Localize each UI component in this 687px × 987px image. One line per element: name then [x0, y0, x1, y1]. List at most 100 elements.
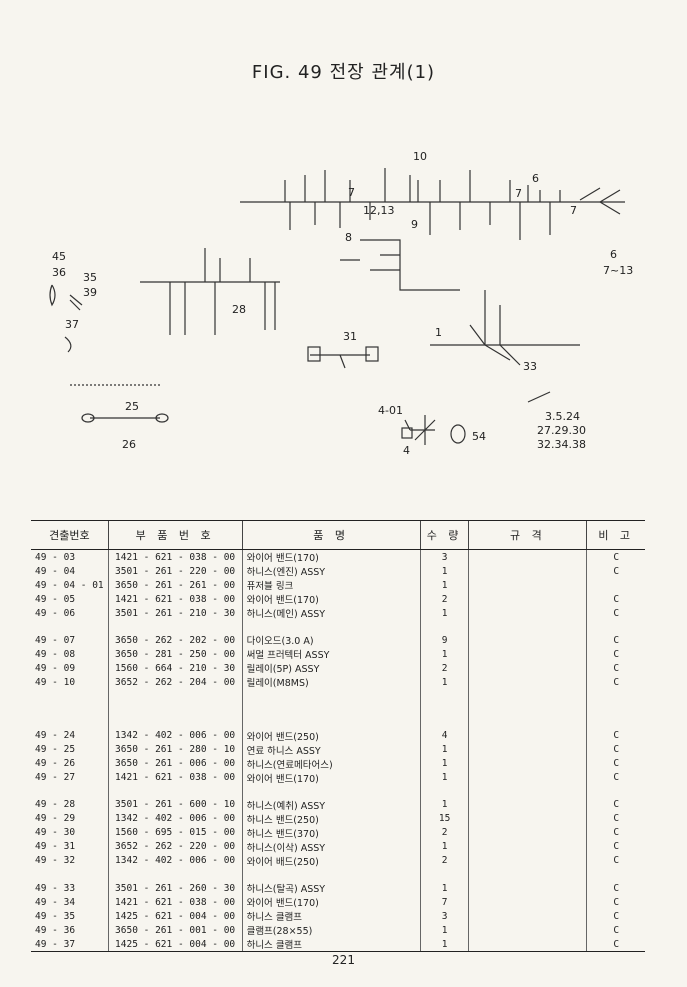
cell-part: 3650 - 261 - 001 - 00: [107, 923, 243, 938]
label-26: 26: [122, 438, 136, 451]
cell-name: 릴레이(M8MS): [241, 675, 421, 690]
cell-part: 3652 - 262 - 220 - 00: [107, 839, 243, 854]
header-qty: 수 량: [419, 520, 469, 550]
label-9: 9: [411, 218, 418, 231]
cell-part: [107, 784, 243, 798]
cell-note: C: [586, 564, 645, 578]
cell-spec: [468, 661, 587, 676]
cell-qty: 1: [419, 937, 469, 953]
cell-name: 와이어 밴드(170): [241, 549, 421, 564]
cell-part: 1421 - 621 - 038 - 00: [107, 549, 243, 564]
cell-no: 49 - 06: [35, 607, 76, 619]
label-39: 39: [83, 286, 97, 299]
cell-note: C: [586, 770, 645, 785]
cell-no: 49 - 32: [35, 855, 76, 867]
cell-spec: [468, 811, 587, 826]
label-28: 28: [232, 303, 246, 316]
cell-no: 49 - 36: [35, 924, 76, 936]
table-spacer-row: [31, 689, 645, 703]
cell-no: [31, 716, 108, 729]
label-12-13: 12,13: [363, 204, 395, 217]
cell-no: 49 - 04: [35, 565, 76, 577]
cell-qty: [419, 784, 469, 798]
table-spacer-row: [31, 867, 645, 882]
cell-part: 1560 - 695 - 015 - 00: [107, 825, 243, 840]
cell-spec: [468, 606, 587, 620]
cell-name: [241, 715, 421, 729]
label-27-29-30: 27.29.30: [537, 424, 586, 437]
cell-name: 하니스(연료메타어스): [241, 756, 421, 771]
cell-name: 하니스(엔진) ASSY: [241, 564, 421, 578]
label-1: 1: [435, 326, 442, 339]
cell-qty: 3: [419, 549, 469, 564]
cell-qty: [419, 702, 469, 716]
cell-note: C: [586, 853, 645, 868]
cell-spec: [468, 853, 587, 868]
cell-spec: [468, 715, 587, 729]
cell-note: C: [586, 923, 645, 938]
cell-note: C: [586, 606, 645, 620]
cell-spec: [468, 784, 587, 798]
cell-part: 3501 - 261 - 600 - 10: [107, 797, 243, 812]
cell-no: 49 - 31: [35, 841, 76, 853]
cell-no: [31, 702, 108, 715]
cell-part: 3652 - 262 - 204 - 00: [107, 675, 243, 690]
table-spacer-row: [31, 784, 645, 798]
cell-name: 다이오드(3.0 A): [241, 633, 421, 648]
label-25: 25: [125, 400, 139, 413]
header-spec: 규 격: [468, 520, 587, 550]
label-10: 10: [413, 150, 427, 163]
cell-part: 3650 - 262 - 202 - 00: [107, 633, 243, 648]
cell-qty: 2: [419, 853, 469, 868]
cell-spec: [468, 895, 587, 910]
cell-name: [241, 689, 421, 703]
cell-note: C: [586, 881, 645, 896]
cell-name: 와이어 밴드(170): [241, 895, 421, 910]
header-name: 품 명: [241, 520, 421, 550]
cell-name: 하니스 밴드(250): [241, 811, 421, 826]
label-6b: 6: [610, 248, 617, 261]
cell-note: C: [586, 756, 645, 771]
cell-qty: 1: [419, 881, 469, 896]
cell-name: 클램프(28×55): [241, 923, 421, 938]
cell-no: [31, 689, 108, 702]
cell-name: 와이어 밴드(170): [241, 770, 421, 785]
cell-qty: 1: [419, 923, 469, 938]
cell-no: [31, 620, 108, 633]
cell-no: 49 - 24: [35, 730, 76, 742]
cell-name: 써멀 프러텍터 ASSY: [241, 647, 421, 662]
cell-spec: [468, 909, 587, 924]
header-part: 부 품 번 호: [107, 520, 243, 550]
cell-qty: 9: [419, 633, 469, 648]
cell-spec: [468, 742, 587, 757]
cell-name: [241, 620, 421, 634]
cell-part: 1342 - 402 - 006 - 00: [107, 811, 243, 826]
header-note: 비 고: [586, 520, 645, 550]
cell-name: 하니스(탈곡) ASSY: [241, 881, 421, 896]
cell-note: C: [586, 728, 645, 743]
cell-no: 49 - 09: [35, 662, 76, 674]
header-no: 견출번호: [31, 520, 109, 550]
cell-part: 1342 - 402 - 006 - 00: [107, 853, 243, 868]
cell-note: [586, 784, 645, 798]
cell-name: 하니스 클램프: [241, 909, 421, 924]
wiring-harness-diagram: 10 7 6 7 7 12,13 9 45 36 35 39 8 28 37 3…: [40, 140, 660, 470]
cell-no: 49 - 33: [35, 882, 76, 894]
cell-spec: [468, 797, 587, 812]
label-8: 8: [345, 231, 352, 244]
cell-no: 49 - 04 - 01: [35, 579, 104, 591]
